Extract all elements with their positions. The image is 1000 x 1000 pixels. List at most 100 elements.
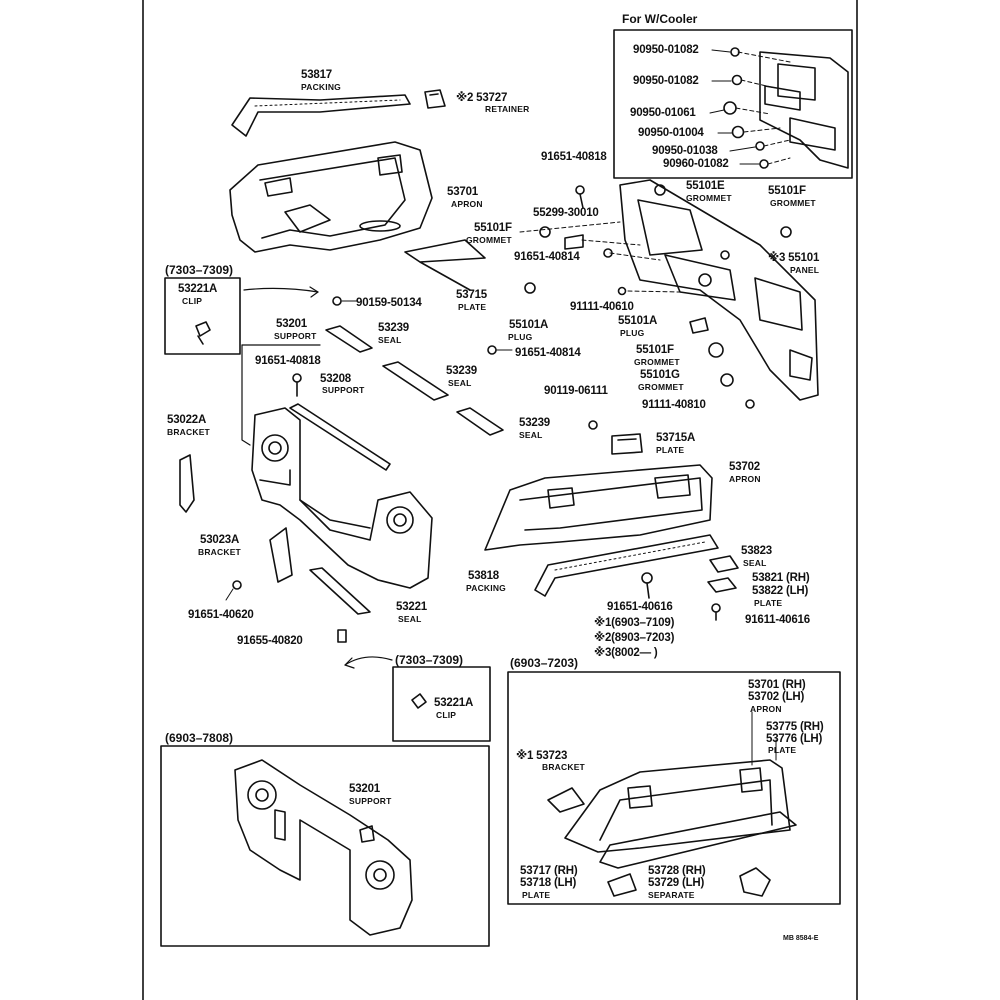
- cooler-box: [613, 29, 853, 179]
- radiator-support-alt-shape: [234, 759, 413, 936]
- label-90159: 90159-50134: [356, 297, 422, 309]
- label-b-53702: 53702 (LH): [748, 691, 805, 703]
- name-55101F-a: GROMMET: [770, 198, 816, 208]
- radiator-support-53201-shape: [251, 407, 433, 589]
- apron-53701-shape: [229, 141, 433, 253]
- name-53022A: BRACKET: [167, 427, 210, 437]
- seal-53239-b-shape: [382, 361, 449, 401]
- name-53702: APRON: [729, 474, 761, 484]
- name-55101F-c: GROMMET: [634, 357, 680, 367]
- support-53208-shape: [289, 403, 391, 471]
- label-b-53723: ※1 53723: [516, 750, 568, 762]
- label-91611-40616: 91611-40616: [745, 614, 810, 626]
- cooler-panel-drawing: [723, 47, 849, 169]
- cooler-heading: For W/Cooler: [622, 12, 698, 26]
- name-53727: RETAINER: [485, 104, 530, 114]
- label-53823: 53823: [741, 545, 772, 557]
- note-3: ※3(8002— ): [594, 647, 658, 659]
- label-53715A: 53715A: [656, 432, 696, 444]
- seal-53239-c-shape: [456, 407, 504, 436]
- name-55101E: GROMMET: [686, 193, 732, 203]
- name-b-53775: PLATE: [768, 745, 797, 755]
- label-91111-40810: 91111-40810: [642, 399, 706, 411]
- name-b-53728: SEPARATE: [648, 890, 695, 900]
- name-53715: PLATE: [458, 302, 487, 312]
- packing-53818-shape: [534, 534, 719, 597]
- label-91651-40616: 91651-40616: [607, 601, 673, 613]
- bracket-53022A-shape: [179, 454, 195, 513]
- plate-53717-shape: [607, 873, 637, 897]
- support-alt-box: [160, 745, 490, 947]
- name-53239-c: SEAL: [519, 430, 543, 440]
- label-55101: ※3 55101: [768, 252, 820, 264]
- figure-code: MB 8584-E: [783, 935, 819, 942]
- label-b-53729: 53729 (LH): [648, 877, 705, 889]
- seal-53221-shape: [309, 567, 371, 615]
- label-55299: 55299-30010: [533, 207, 599, 219]
- label-53239-a: 53239: [378, 322, 409, 334]
- name-55101A-a: PLUG: [508, 332, 533, 342]
- retainer-53727-shape: [424, 89, 446, 109]
- seal-53823-shape: [709, 555, 739, 573]
- name-b-53717: PLATE: [522, 890, 551, 900]
- label-53221: 53221: [396, 601, 427, 613]
- name-b-53723: BRACKET: [542, 762, 585, 772]
- label-53701: 53701: [447, 186, 478, 198]
- label-91651-40620: 91651-40620: [188, 609, 254, 621]
- name-55101G: GROMMET: [638, 382, 684, 392]
- separate-53728-shape: [739, 867, 771, 897]
- label-53817: 53817: [301, 69, 332, 81]
- apron-assembly-shape: [564, 759, 797, 869]
- lh-apron-box: [507, 671, 841, 905]
- cooler-part-2: 90950-01082: [633, 75, 699, 87]
- label-53022A: 53022A: [167, 414, 207, 426]
- label-55101E: 55101E: [686, 180, 725, 192]
- label-b-53728: 53728 (RH): [648, 865, 706, 877]
- label-91651-40818-a: 91651-40818: [541, 151, 607, 163]
- name-53221A-a: CLIP: [182, 296, 203, 306]
- name-b-53701: APRON: [750, 704, 782, 714]
- clip-box-top: [164, 277, 241, 355]
- panel-55101-shape: [619, 179, 819, 401]
- label-53201-a: 53201: [276, 318, 307, 330]
- range-heading-7303-bottom: (7303–7309): [395, 653, 464, 667]
- name-53023A: BRACKET: [198, 547, 241, 557]
- name-55101A-b: PLUG: [620, 328, 645, 338]
- label-b-53701: 53701 (RH): [748, 679, 806, 691]
- name-53818: PACKING: [466, 583, 506, 593]
- label-55101A-b: 55101A: [618, 315, 658, 327]
- label-55101F-a: 55101F: [768, 185, 806, 197]
- clip-box-bottom: [392, 666, 491, 742]
- bracket-53723-shape: [547, 787, 585, 813]
- note-1: ※1(6903–7109): [594, 617, 675, 629]
- name-55101: PANEL: [790, 265, 820, 275]
- label-b-53775: 53775 (RH): [766, 721, 824, 733]
- label-53239-c: 53239: [519, 417, 550, 429]
- label-53821: 53821 (RH): [752, 572, 810, 584]
- name-55101F-b: GROMMET: [466, 235, 512, 245]
- label-90119: 90119-06111: [544, 385, 608, 397]
- label-53221A-a: 53221A: [178, 283, 218, 295]
- label-53221A-b: 53221A: [434, 697, 474, 709]
- label-91655-40820: 91655-40820: [237, 635, 303, 647]
- seal-53239-a-shape: [325, 325, 373, 353]
- name-53715A: PLATE: [656, 445, 685, 455]
- name-c-53201: SUPPORT: [349, 796, 392, 806]
- name-53221A-b: CLIP: [436, 710, 457, 720]
- cooler-part-4: 90950-01004: [638, 127, 704, 139]
- label-53715: 53715: [456, 289, 487, 301]
- label-53822: 53822 (LH): [752, 585, 809, 597]
- cooler-part-6: 90960-01082: [663, 158, 729, 170]
- packing-53817-shape: [231, 94, 411, 137]
- label-b-53717: 53717 (RH): [520, 865, 578, 877]
- label-53727: ※2 53727: [456, 92, 508, 104]
- range-heading-6903-7203: (6903–7203): [510, 656, 579, 670]
- range-heading-7303-top: (7303–7309): [165, 263, 234, 277]
- name-53221: SEAL: [398, 614, 422, 624]
- note-2: ※2(8903–7203): [594, 632, 675, 644]
- apron-53702-shape: [484, 464, 713, 551]
- label-55101A-a: 55101A: [509, 319, 549, 331]
- name-53201-a: SUPPORT: [274, 331, 317, 341]
- label-b-53718: 53718 (LH): [520, 877, 577, 889]
